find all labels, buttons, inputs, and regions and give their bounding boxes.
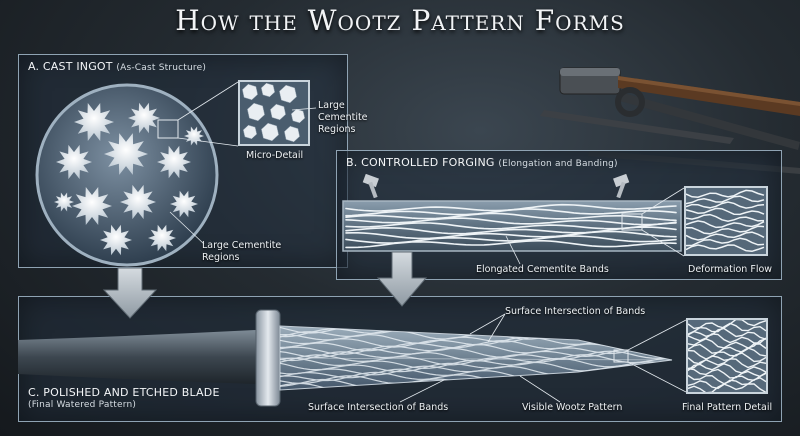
panel-c-subtitle: (Final Watered Pattern) xyxy=(28,400,137,410)
ingot-cementite-callout: Large Cementite Regions xyxy=(202,240,282,263)
elongated-bands-label: Elongated Cementite Bands xyxy=(476,264,609,275)
forging-hammer-left-icon xyxy=(362,174,379,198)
blade-handle xyxy=(18,330,256,384)
cast-ingot-disc xyxy=(35,83,219,267)
panel-b-subtitle: (Elongation and Banding) xyxy=(498,159,618,169)
panel-a-heading: A. CAST INGOT (As-Cast Structure) xyxy=(28,60,206,73)
surface-intersection-top-label: Surface Intersection of Bands xyxy=(505,306,646,317)
panel-a-title: A. CAST INGOT xyxy=(28,60,113,73)
deformation-flow-label: Deformation Flow xyxy=(688,264,773,275)
micro-detail-thumbnail xyxy=(238,80,310,146)
panel-b-title: B. CONTROLLED FORGING xyxy=(346,156,495,169)
panel-a-subtitle: (As-Cast Structure) xyxy=(116,63,207,73)
forging-hammer-right-icon xyxy=(613,174,630,198)
forged-bar xyxy=(342,200,682,252)
micro-detail-label: Micro-Detail xyxy=(246,150,304,161)
visible-pattern-label: Visible Wootz Pattern xyxy=(522,402,623,413)
final-pattern-thumbnail xyxy=(686,318,768,394)
page-title: How the Wootz Pattern Forms xyxy=(175,4,625,37)
final-detail-label: Final Pattern Detail xyxy=(682,402,773,413)
wootz-blade xyxy=(18,309,673,407)
deformation-flow-thumbnail xyxy=(684,186,768,256)
surface-intersection-bottom-label: Surface Intersection of Bands xyxy=(308,402,449,413)
hammer-icon xyxy=(559,67,800,116)
thumb-cementite-callout: Large Cementite Regions xyxy=(318,100,368,135)
blade-guard xyxy=(255,309,281,407)
panel-c-title: C. POLISHED AND ETCHED BLADE xyxy=(28,386,220,399)
panel-b-heading: B. CONTROLLED FORGING (Elongation and Ba… xyxy=(346,156,618,169)
